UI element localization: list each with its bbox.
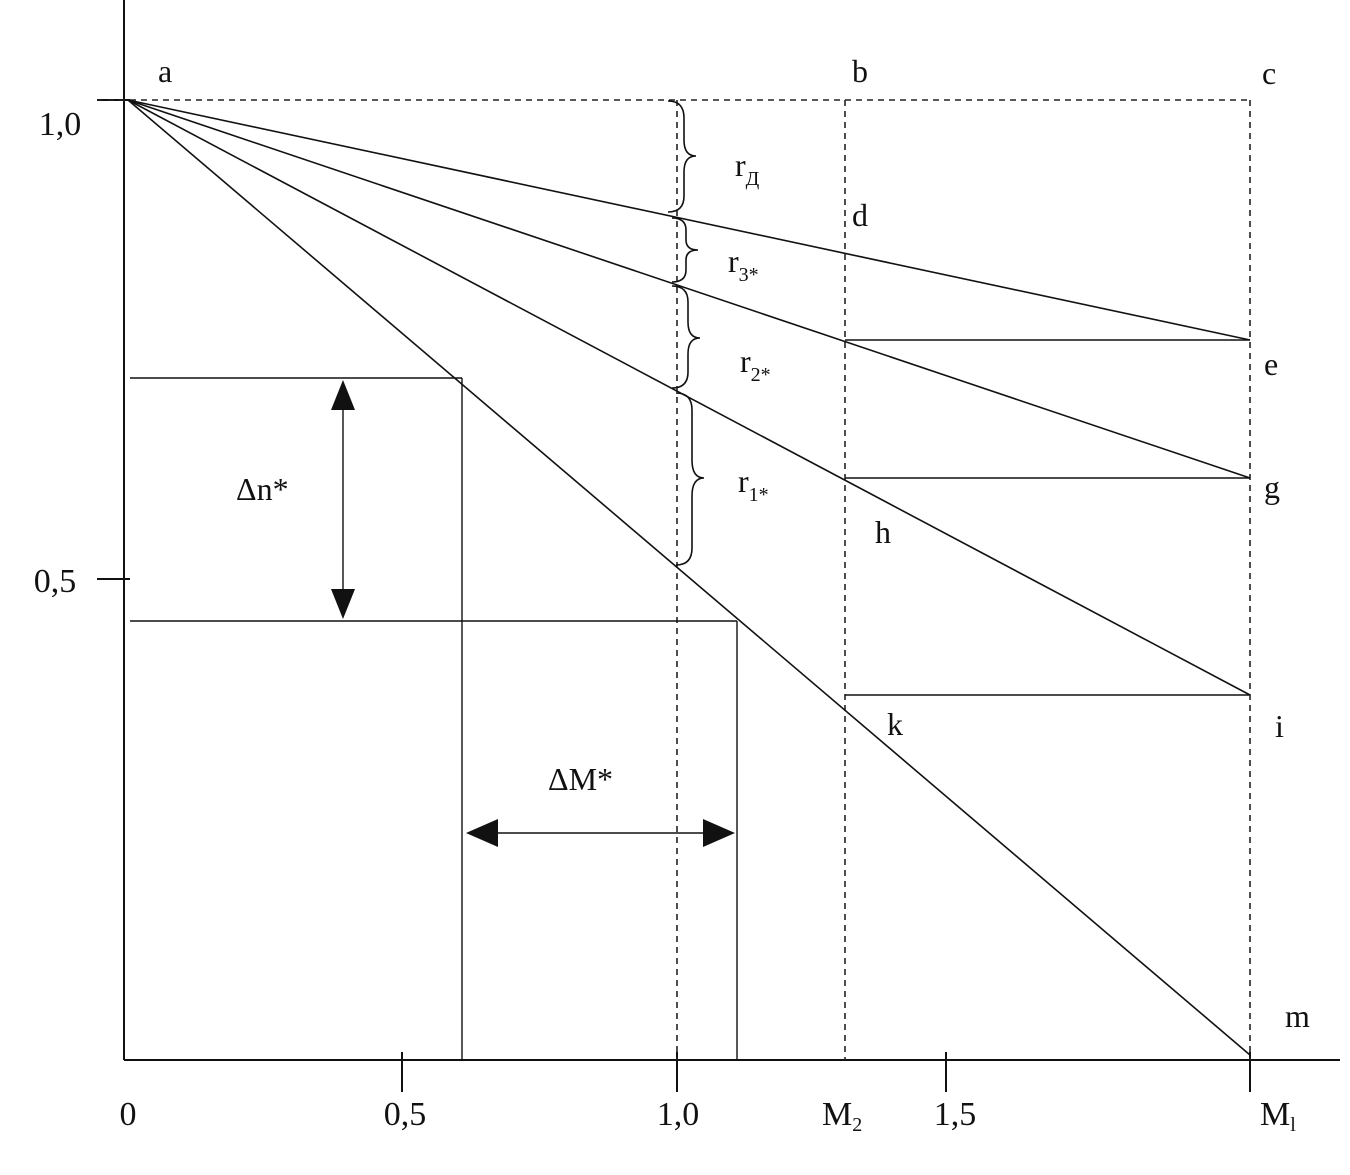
line-a-e [127, 99, 1251, 341]
x-tick-label-0: 0 [120, 1096, 137, 1133]
point-label-h: h [875, 514, 891, 550]
brace-r1 [675, 392, 705, 566]
r-d-label: rД [735, 147, 760, 190]
x-tick-label-m1: Ml [1260, 1096, 1296, 1136]
delta-m-arrow-left-icon [466, 819, 498, 847]
point-label-k: k [887, 706, 903, 742]
point-label-g: g [1264, 469, 1280, 505]
delta-n-arrow-down-icon [331, 589, 355, 619]
brace-rd [667, 100, 697, 213]
delta-m-label: ΔM* [548, 761, 613, 797]
brace-r2 [671, 285, 701, 389]
line-a-g [127, 99, 1251, 479]
delta-m-arrow-right-icon [703, 819, 735, 847]
point-label-m: m [1285, 998, 1310, 1034]
y-tick-label-1-0: 1,0 [39, 106, 82, 143]
point-label-d: d [852, 197, 868, 233]
line-a-m [127, 99, 1251, 1056]
brace-r3 [671, 217, 699, 283]
x-tick-label-m2: M2 [822, 1096, 862, 1136]
r-2-label: r2* [740, 343, 771, 386]
point-label-b: b [852, 53, 868, 89]
delta-n-label: Δn* [236, 471, 289, 507]
r-3-label: r3* [728, 243, 759, 286]
point-label-c: c [1262, 55, 1276, 91]
r-1-label: r1* [738, 463, 769, 506]
point-label-e: e [1264, 346, 1278, 382]
point-label-i: i [1275, 708, 1284, 744]
y-tick-label-0-5: 0,5 [34, 563, 77, 600]
point-label-a: a [158, 53, 172, 89]
delta-n-arrow-up-icon [331, 380, 355, 410]
x-tick-label-0-5: 0,5 [384, 1096, 427, 1133]
x-tick-label-1-0: 1,0 [657, 1096, 700, 1133]
x-tick-label-1-5: 1,5 [934, 1096, 977, 1133]
